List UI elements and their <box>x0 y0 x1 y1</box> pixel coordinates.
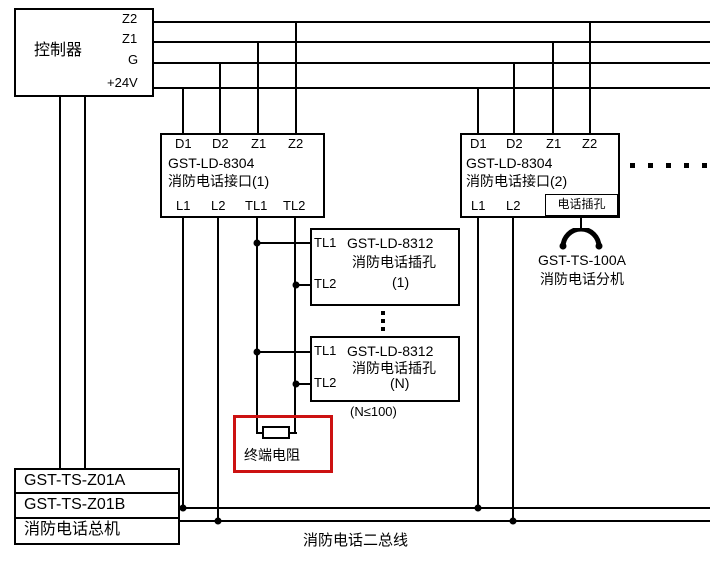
telephone-handset-icon <box>559 228 603 250</box>
jackN-box <box>310 336 460 402</box>
highlight-red-box <box>233 415 333 473</box>
phone-bus-label: 消防电话二总线 <box>303 532 409 549</box>
jack-count-note: (N≤100) <box>350 404 397 419</box>
junction-dot <box>509 517 517 525</box>
controller-terminal-z2: Z2 <box>122 11 138 26</box>
wire-z2-bus <box>154 21 710 23</box>
ellipsis-dot <box>381 319 385 323</box>
jackN-terminal-tl1: TL1 <box>314 343 337 358</box>
wire-if1-z1-drop <box>257 42 259 134</box>
wire-if1-z2-drop <box>295 22 297 134</box>
interface2-terminal-l1: L1 <box>471 198 486 213</box>
interface1-box <box>160 133 325 218</box>
interface2-name: 消防电话接口(2) <box>466 173 568 189</box>
junction-dot <box>474 504 482 512</box>
jack1-terminal-tl1: TL1 <box>314 235 337 250</box>
continuation-dot <box>666 163 671 168</box>
wire-if2-z2-drop <box>589 22 591 134</box>
continuation-dot <box>702 163 707 168</box>
interface2-terminal-d1: D1 <box>470 136 487 151</box>
continuation-dot <box>648 163 653 168</box>
wire-jackport-drop <box>580 216 582 230</box>
jackN-name: 消防电话插孔 <box>352 360 436 376</box>
extension-phone-name: 消防电话分机 <box>540 271 624 287</box>
wire-if2-l1-drop <box>477 218 479 509</box>
controller-box <box>14 8 154 97</box>
wire-if1-d2-drop <box>219 63 221 134</box>
interface1-terminal-d2: D2 <box>212 136 229 151</box>
jackN-model: GST-LD-8312 <box>347 343 434 359</box>
junction-dot <box>253 348 261 356</box>
phone-jack-port-label: 电话插孔 <box>557 197 606 211</box>
interface1-terminal-d1: D1 <box>175 136 192 151</box>
jackN-terminal-tl2: TL2 <box>314 375 337 390</box>
wire-controller-main-2 <box>84 97 86 468</box>
controller-terminal-z1: Z1 <box>122 31 138 46</box>
junction-dot <box>292 380 300 388</box>
controller-label: 控制器 <box>34 42 83 59</box>
jack1-name: 消防电话插孔 <box>352 254 436 270</box>
junction-dot <box>292 281 300 289</box>
continuation-dot <box>684 163 689 168</box>
wire-tl1-riser <box>256 218 258 434</box>
junction-dot <box>253 239 261 247</box>
wire-if2-l2-drop <box>512 218 514 522</box>
wire-tl2-riser <box>294 218 296 434</box>
main-unit-row-2: GST-TS-Z01B <box>24 496 126 513</box>
wire-jackN-tl2-stub <box>295 383 311 385</box>
interface2-terminal-z1: Z1 <box>546 136 562 151</box>
controller-terminal-24v: +24V <box>107 75 138 90</box>
main-unit-row-3: 消防电话总机 <box>24 521 121 538</box>
junction-dot <box>179 504 187 512</box>
main-unit-box <box>14 468 180 545</box>
main-unit-divider <box>16 517 178 519</box>
phone-jack-port-box <box>545 194 618 216</box>
junction-dot <box>214 517 222 525</box>
wire-if2-d2-drop <box>513 63 515 134</box>
wire-jack1-tl1-stub <box>257 242 310 244</box>
ellipsis-dot <box>381 311 385 315</box>
interface2-terminal-l2: L2 <box>506 198 521 213</box>
wire-g-bus <box>154 62 710 64</box>
interface1-name: 消防电话接口(1) <box>168 173 270 189</box>
jack1-index: (1) <box>392 274 410 290</box>
wire-jackN-tl1-stub <box>257 351 310 353</box>
jack1-box <box>310 228 460 306</box>
wire-if2-d1-drop <box>477 88 479 134</box>
interface2-terminal-z2: Z2 <box>582 136 598 151</box>
wire-if1-d1-drop <box>182 88 184 134</box>
wire-controller-main-1 <box>59 97 61 468</box>
terminal-resistor-symbol <box>262 426 290 439</box>
wire-if2-z1-drop <box>552 42 554 134</box>
controller-terminal-g: G <box>128 52 139 67</box>
wire-if1-l2-drop <box>217 218 219 522</box>
continuation-dot <box>630 163 635 168</box>
interface2-terminal-d2: D2 <box>506 136 523 151</box>
ellipsis-dot <box>381 327 385 331</box>
interface1-terminal-l2: L2 <box>211 198 226 213</box>
interface1-terminal-tl1: TL1 <box>245 198 268 213</box>
wire-z1-bus <box>154 41 710 43</box>
interface1-terminal-tl2: TL2 <box>283 198 306 213</box>
main-unit-row-1: GST-TS-Z01A <box>24 472 126 489</box>
jackN-index: (N) <box>390 375 410 391</box>
extension-phone-model: GST-TS-100A <box>538 252 626 268</box>
wire-phone-bus-2 <box>180 520 710 522</box>
jack1-model: GST-LD-8312 <box>347 235 434 251</box>
wire-phone-bus-1 <box>180 507 710 509</box>
wire-jack1-tl2-stub <box>295 284 311 286</box>
jack1-terminal-tl2: TL2 <box>314 276 337 291</box>
interface1-terminal-z1: Z1 <box>251 136 267 151</box>
wire-24v-bus <box>154 87 710 89</box>
interface2-model: GST-LD-8304 <box>466 155 553 171</box>
interface1-model: GST-LD-8304 <box>168 155 255 171</box>
wire-if1-l1-drop <box>182 218 184 509</box>
interface1-terminal-l1: L1 <box>176 198 191 213</box>
main-unit-divider <box>16 492 178 494</box>
interface1-terminal-z2: Z2 <box>288 136 304 151</box>
terminal-resistor-label: 终端电阻 <box>244 447 300 463</box>
